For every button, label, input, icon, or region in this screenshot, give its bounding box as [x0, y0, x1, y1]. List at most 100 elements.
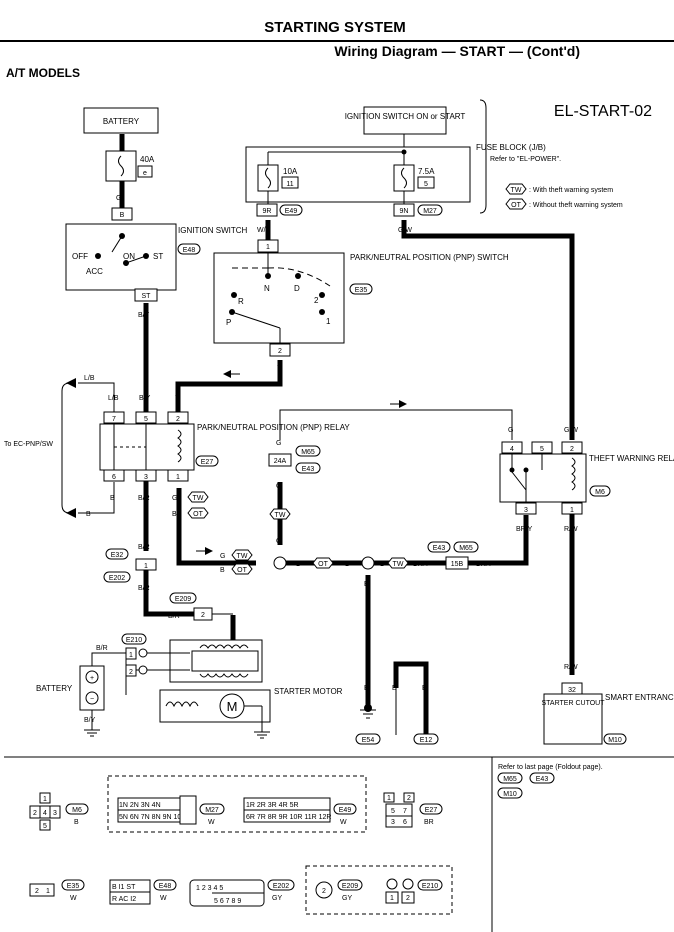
pin-b-battery-label: B	[120, 212, 125, 219]
starter-term-1	[138, 648, 148, 658]
tw-tag-h3	[387, 557, 409, 569]
pin-9n	[393, 203, 415, 217]
ground-e54: E54	[362, 737, 375, 744]
wire-rw-theft: R/W	[564, 526, 578, 533]
pnp-contact-r	[231, 292, 237, 298]
theft-relay-conn: M6	[595, 489, 605, 496]
pnp-switch-box	[213, 252, 345, 344]
e49-row2: 6R 7R 8R 9R 10R 11R 12R	[246, 814, 331, 821]
fuse-10a-amp: 10A	[283, 167, 298, 176]
conn-e202: E202	[109, 575, 125, 582]
pnp-relay-pin-6	[103, 469, 125, 482]
e35-id: E35	[67, 883, 80, 890]
page-subtitle: Wiring Diagram — START — (Cont'd)	[334, 43, 580, 59]
e209-pin: 2	[322, 888, 326, 895]
wire-br-e32: B/R	[138, 544, 150, 551]
pnp-contact-d	[295, 273, 301, 279]
m27-color: W	[208, 819, 215, 826]
wire-by-ign: B/Y	[138, 312, 150, 319]
ground-battery	[84, 729, 100, 737]
theft-pin-4	[501, 441, 523, 454]
wire-g-battery: G	[116, 195, 121, 202]
wire-b-e12b: B	[422, 685, 427, 692]
m6-color: B	[74, 819, 79, 826]
battery-top-label: BATTERY	[103, 117, 140, 126]
conn-m65-mid: M65	[301, 449, 315, 456]
page-title: STARTING SYSTEM	[264, 19, 405, 36]
ground-starter	[254, 731, 270, 739]
conn-m65-h: M65	[459, 545, 473, 552]
wire-br-e202: B/R	[138, 585, 150, 592]
tw-tag-h-text: TW	[237, 553, 248, 560]
conn-e43-mid: E43	[302, 466, 315, 473]
ign-contact-off	[95, 253, 101, 259]
legend-ot-tag: OT	[511, 202, 521, 209]
pin-b-battery	[111, 207, 133, 221]
pnp-switch-pin-in	[257, 239, 279, 253]
pnp-relay-pin-2-label: 2	[176, 416, 180, 423]
e202-color: GY	[272, 895, 282, 902]
e49-row1: 1R 2R 3R 4R 5R	[246, 802, 299, 809]
ground-e54-box	[355, 733, 381, 745]
wire-rw-smart: R/W	[564, 664, 578, 671]
wire-bry-h2: BR/Y	[476, 561, 493, 568]
ignition-switch-label: IGNITION SWITCH	[178, 226, 248, 235]
e35-pin-2: 2	[35, 888, 39, 895]
e48-color: W	[160, 895, 167, 902]
wire-b-h: B	[220, 567, 225, 574]
fusible-link-id: e	[143, 170, 147, 177]
theft-pin-1	[561, 502, 583, 515]
ot-tag-h	[231, 563, 253, 575]
ign-on-start-text: IGNITION SWITCH ON or START	[345, 112, 466, 121]
theft-contact-a	[509, 467, 515, 473]
pnp-switch-pin-out	[269, 343, 291, 357]
ot-tag-h2	[312, 557, 334, 569]
ot-tag-h2-text: OT	[318, 561, 328, 568]
bottom-refer: Refer to last page (Foldout page).	[498, 764, 603, 771]
to-ec-label: To EC-PNP/SW	[4, 441, 53, 448]
m27-row1: 1N 2N 3N 4N	[119, 802, 161, 809]
dashed-group-1	[107, 775, 367, 833]
tw-tag-relay	[187, 491, 209, 503]
pnp-contact-n	[265, 273, 271, 279]
e27-color: BR	[424, 819, 434, 826]
starter-pin-2	[125, 664, 137, 677]
theft-relay-conn-box	[589, 485, 611, 497]
conn-m65-h-box	[453, 541, 479, 553]
theft-pin-5	[531, 441, 553, 454]
battery-plus-sign: +	[90, 675, 94, 682]
pnp-p-label: P	[226, 318, 231, 327]
pin-1-e32	[135, 558, 157, 571]
ref-m10: M10	[503, 791, 517, 798]
legend-tw-tag: TW	[511, 187, 522, 194]
theft-relay-label: THEFT WARNING RELAY	[589, 454, 674, 463]
ign-on-start-box	[363, 106, 447, 135]
pin-st	[134, 288, 158, 302]
wire-b-left: B	[86, 511, 91, 518]
arrow-lb	[66, 378, 76, 388]
m27-row2: 5N 6N 7N 8N 9N 10N	[119, 814, 186, 821]
battery-top-box	[83, 107, 159, 134]
ignition-switch-conn-box	[177, 243, 201, 255]
ref-e43: E43	[536, 776, 549, 783]
wire-g-bottom: G	[172, 495, 177, 502]
wire-b-h2: B	[296, 561, 301, 568]
fuse-7-5a-no: 5	[424, 181, 428, 188]
diagram-code: EL-START-02	[554, 103, 652, 120]
pnp-relay-pin-5	[135, 411, 157, 424]
theft-pin-2	[561, 441, 583, 454]
wire-g-mid-3: G	[276, 538, 281, 545]
wire-b-e12a: B	[392, 685, 397, 692]
pnp-relay-conn: E27	[201, 459, 214, 466]
ign-st-label: ST	[153, 252, 163, 261]
m6-pin-2: 2	[33, 810, 37, 817]
fuse-10a-no: 11	[286, 181, 293, 188]
wire-b-bottom: B	[110, 495, 115, 502]
wire-b-e54: B	[364, 685, 369, 692]
ign-off-label: OFF	[72, 252, 88, 261]
m6-pin-4: 4	[43, 810, 47, 817]
ot-tag-h-text: OT	[237, 567, 247, 574]
pnp-relay-conn-box	[195, 455, 219, 467]
pin-st-label: ST	[142, 293, 152, 300]
